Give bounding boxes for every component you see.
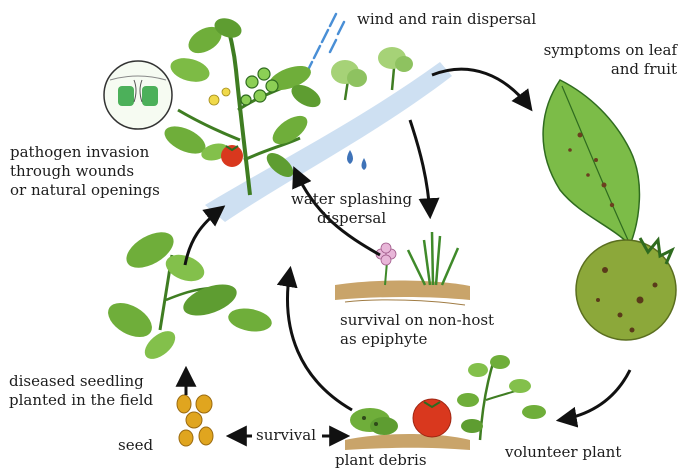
- label-survival: survival: [256, 426, 316, 445]
- label-volunteer-plant: volunteer plant: [505, 443, 621, 462]
- volunteer-plant-icon: [457, 355, 546, 440]
- arrow-to-plant: [185, 208, 222, 265]
- infected-fruit-icon: [576, 238, 676, 340]
- non-host-plant-icon: [335, 232, 470, 305]
- label-non-host: survival on non-host as epiphyte: [340, 311, 494, 349]
- label-plant-debris: plant debris: [335, 451, 427, 470]
- arrow-to-volunteer: [560, 370, 630, 420]
- plant-debris-icon: [345, 399, 470, 450]
- label-wind-rain: wind and rain dispersal: [357, 10, 536, 29]
- label-symptoms: symptoms on leaf and fruit: [544, 41, 677, 79]
- label-pathogen-invasion: pathogen invasion through wounds or natu…: [10, 143, 160, 200]
- seeds-icon: [177, 395, 213, 446]
- water-droplet-icon: [347, 150, 367, 170]
- stomata-magnifier-icon: [104, 61, 172, 129]
- arrow-splash-down: [410, 120, 430, 215]
- seedling-icon: [102, 225, 273, 364]
- label-water-splash: water splashing dispersal: [291, 190, 412, 228]
- label-seed: seed: [118, 436, 153, 455]
- label-diseased-seedling: diseased seedling planted in the field: [9, 372, 153, 410]
- infected-leaf-icon: [543, 80, 639, 245]
